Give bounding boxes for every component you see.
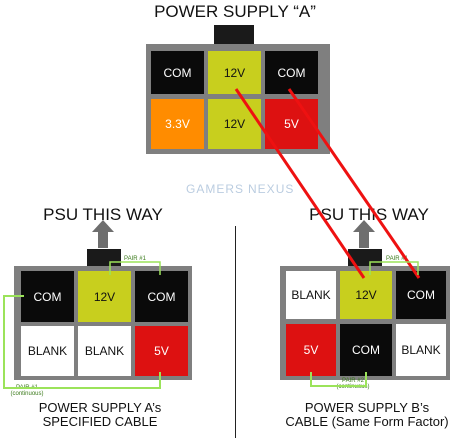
top-connector-title: POWER SUPPLY “A” (154, 2, 316, 21)
left-pair-label-top: PAIR #1 (124, 256, 146, 262)
right-connector-caption: POWER SUPPLY B’s CABLE (Same Form Factor… (282, 401, 452, 429)
left-pin-5: BLANK (78, 326, 131, 376)
left-pin-6: 5V (135, 326, 188, 376)
top-pin-5: 12V (208, 99, 261, 149)
top-pin-3: COM (265, 51, 318, 94)
right-pair-label-top: PAIR #1 (386, 256, 408, 262)
left-psu-direction-label: PSU THIS WAY (43, 205, 163, 224)
right-pair-label-name: PAIR #2 (342, 378, 364, 384)
left-pin-2: 12V (78, 271, 131, 322)
left-pair1-top-link (109, 261, 161, 275)
right-pin-6: BLANK (396, 324, 446, 376)
right-up-arrow (353, 220, 375, 248)
left-caption-line1: POWER SUPPLY A’s (38, 400, 162, 415)
center-divider (235, 226, 236, 438)
right-pin-2: 12V (340, 271, 392, 319)
red-wire-12v-to-12v (234, 88, 366, 279)
top-pin-2: 12V (208, 51, 261, 94)
left-caption-line2: SPECIFIED CABLE (42, 414, 158, 429)
right-psu-direction-label: PSU THIS WAY (309, 205, 429, 224)
right-caption-line1: POWER SUPPLY B’s (304, 400, 430, 415)
left-pin-3: COM (135, 271, 188, 322)
right-pair1-top-link (369, 261, 419, 275)
top-pin-1: COM (151, 51, 204, 94)
left-connector-caption: POWER SUPPLY A’s SPECIFIED CABLE (20, 401, 180, 429)
right-pin-5: COM (340, 324, 392, 376)
watermark-text-right: NEXUS (248, 182, 295, 196)
right-pin-3: COM (396, 271, 446, 319)
watermark-logo: GAMERS NEXUS (186, 178, 293, 200)
right-pin-4: 5V (286, 324, 336, 376)
left-pin-4: BLANK (21, 326, 74, 376)
top-pin-4: 3.3V (151, 99, 204, 149)
right-caption-line2: CABLE (Same Form Factor) (285, 414, 449, 429)
red-wire-com-to-com (287, 88, 421, 279)
right-pin-1: BLANK (286, 271, 336, 319)
left-pin-1: COM (21, 271, 74, 322)
right-pair2-loop (310, 372, 367, 387)
left-pair-label-note: (continuous) (10, 391, 44, 397)
left-pair1-loop (3, 295, 161, 389)
top-pin-6: 5V (265, 99, 318, 149)
watermark-text-left: GAMERS (186, 182, 245, 196)
left-up-arrow (92, 220, 114, 248)
top-connector-latch (214, 25, 254, 45)
